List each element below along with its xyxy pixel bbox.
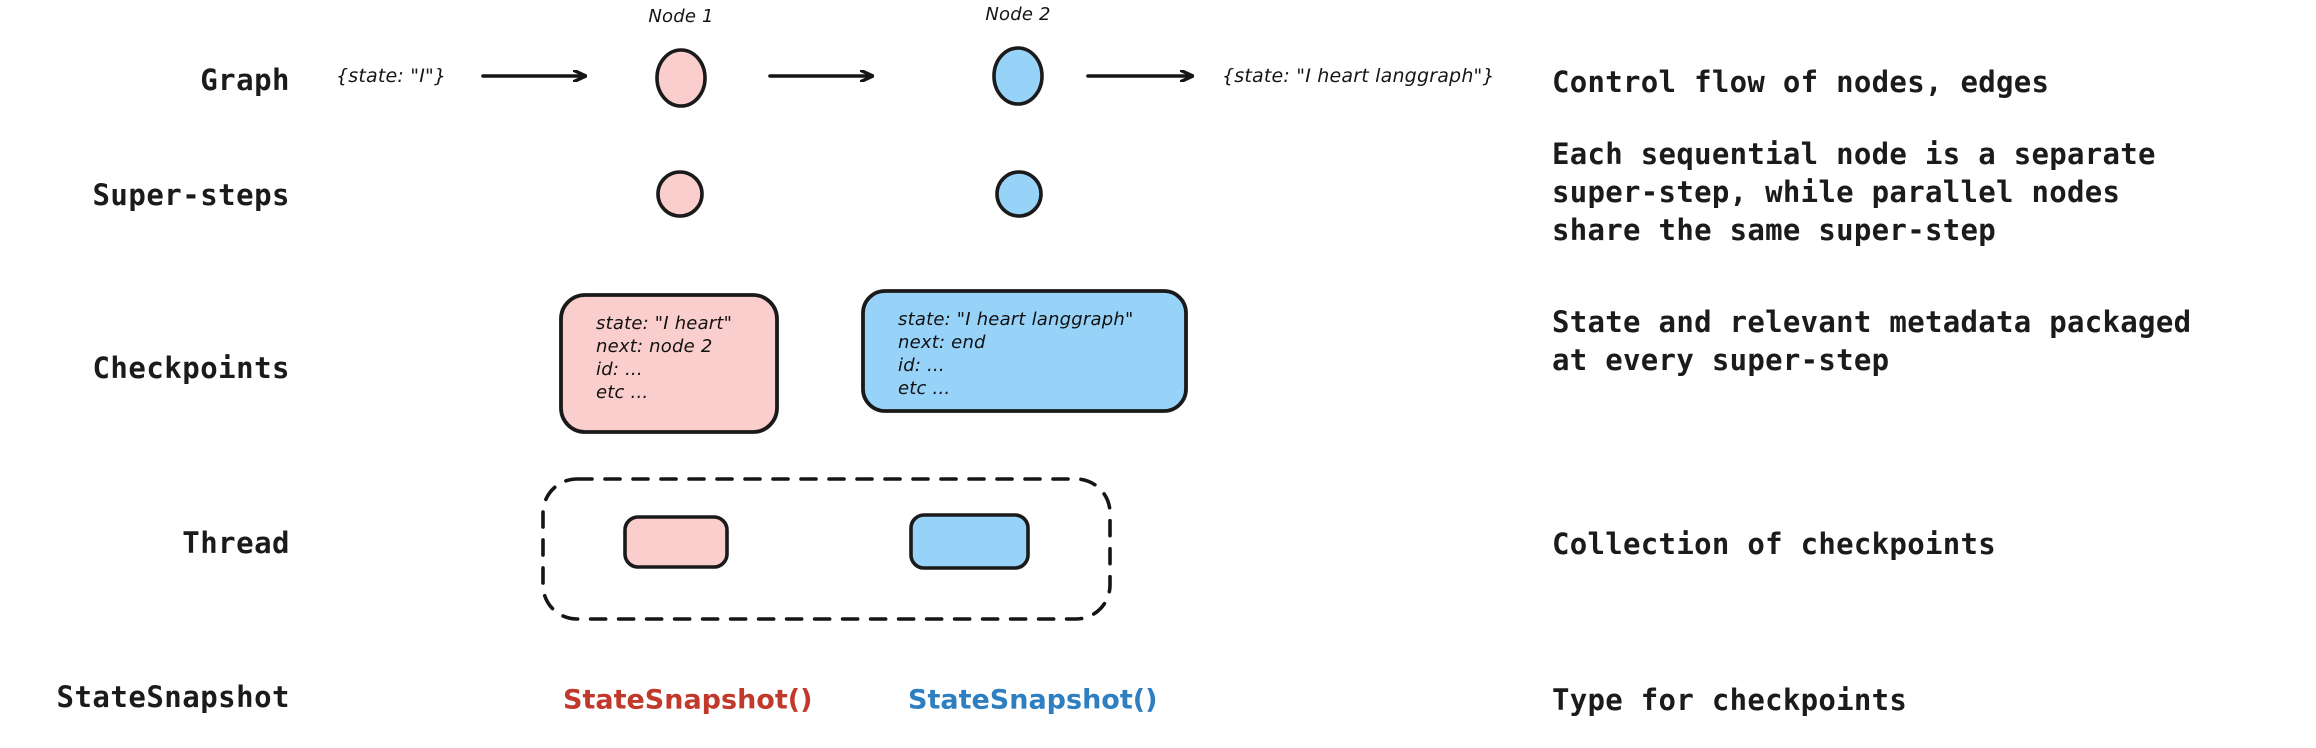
checkpoint-card-2-shape[interactable] (861, 289, 1188, 413)
row-label-checkpoints: Checkpoints (92, 351, 290, 385)
graph-node-1-shape[interactable] (655, 48, 707, 108)
row-label-graph: Graph (200, 63, 290, 97)
row-label-thread: Thread (182, 526, 290, 560)
description-checkpoints: State and relevant metadata packaged at … (1552, 305, 2192, 377)
checkpoint-card-1-shape[interactable] (559, 293, 779, 434)
row-label-super-steps: Super-steps (92, 178, 290, 212)
description-statesnapshot: Type for checkpoints (1552, 683, 1908, 717)
graph-output-state-label: {state: "I heart langgraph"} (1222, 65, 1495, 87)
description-graph: Control flow of nodes, edges (1552, 65, 2050, 99)
graph-nodes (655, 46, 1044, 108)
statesnapshot-label-blue[interactable]: StateSnapshot() (908, 684, 1158, 716)
super-step-nodes (656, 170, 1043, 218)
graph-node-2-caption: Node 2 (985, 4, 1051, 25)
thread-dashed-container[interactable] (541, 477, 1112, 621)
statesnapshot-label-pink[interactable]: StateSnapshot() (563, 684, 813, 716)
description-super-steps: Each sequential node is a separate super… (1552, 137, 2156, 247)
thread-checkpoint-chip-1[interactable] (623, 515, 729, 569)
super-step-node-2-shape[interactable] (995, 170, 1043, 218)
graph-node-1-caption: Node 1 (648, 6, 714, 27)
thread-checkpoint-chip-2[interactable] (909, 513, 1030, 570)
checkpoint-card-1-text: state: "I heart" next: node 2 id: ... et… (596, 313, 733, 403)
checkpoint-cards (559, 289, 1188, 434)
row-label-statesnapshot: StateSnapshot (56, 680, 290, 714)
checkpoint-card-2-text: state: "I heart langgraph" next: end id:… (898, 309, 1134, 399)
thread-group (541, 477, 1112, 621)
graph-input-state-label: {state: "I"} (336, 65, 447, 87)
super-step-node-1-shape[interactable] (656, 170, 704, 218)
description-thread: Collection of checkpoints (1552, 527, 1996, 561)
graph-node-2-shape[interactable] (992, 46, 1044, 106)
